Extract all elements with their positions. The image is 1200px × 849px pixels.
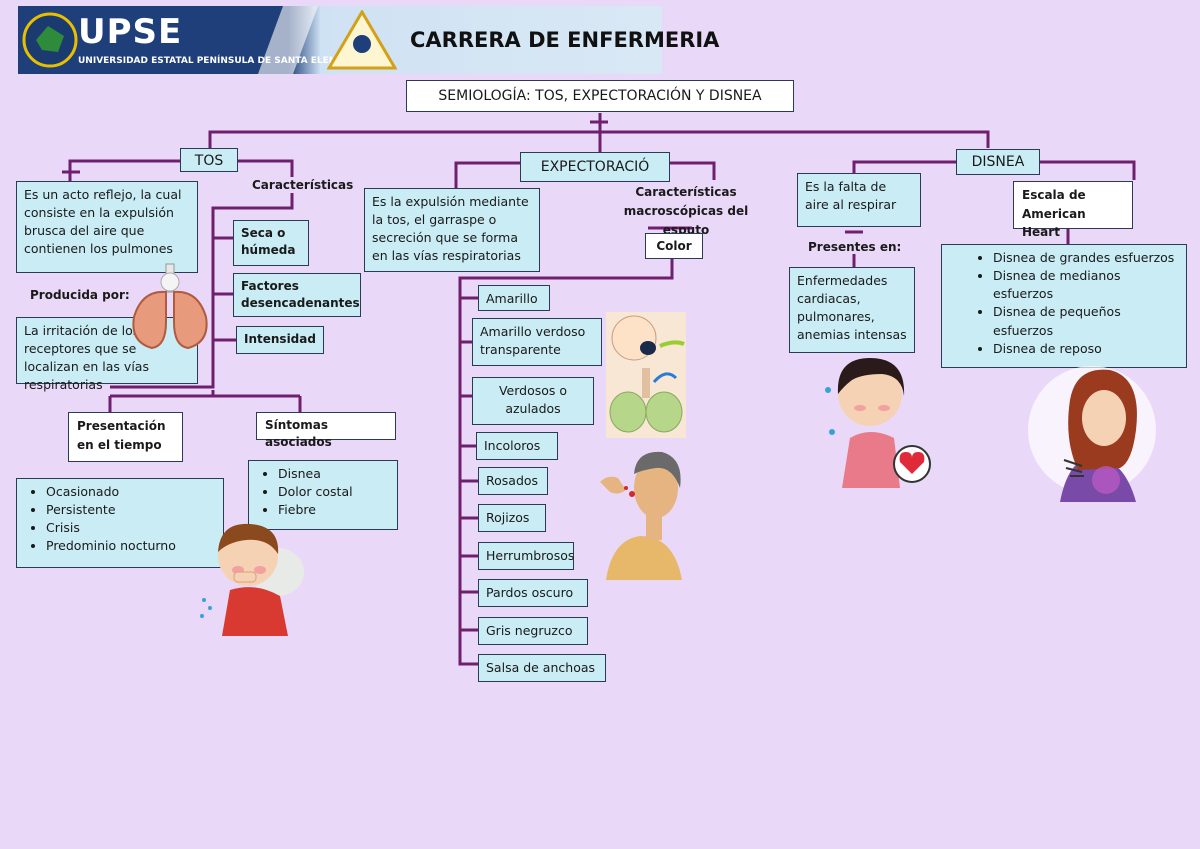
symptom-item: Dolor costal — [278, 483, 390, 501]
sputum-color-item: Salsa de anchoas — [478, 654, 606, 682]
sputum-color-item: Amarillo — [478, 285, 550, 311]
sputum-color-item: Gris negruzco — [478, 617, 588, 645]
tos-characteristic-dry-wet: Seca o húmeda — [233, 220, 309, 266]
scale-item: Disnea de grandes esfuerzos — [993, 249, 1179, 267]
sputum-color-item: Verdosos o azulados — [472, 377, 594, 425]
tos-symptoms-list: Disnea Dolor costal Fiebre — [248, 460, 398, 530]
expectoracion-node: EXPECTORACIÓ — [520, 152, 670, 182]
scale-item: Disnea de reposo — [993, 340, 1179, 358]
expectoracion-characteristics-label: Características macroscópicas del esputo — [623, 185, 749, 238]
tos-node: TOS — [180, 148, 238, 172]
career-title: CARRERA DE ENFERMERIA — [410, 28, 720, 52]
tos-definition: Es un acto reflejo, la cual consiste en … — [16, 181, 198, 273]
presentation-item: Crisis — [46, 519, 216, 537]
disnea-scale-label: Escala de American Heart Association — [1013, 181, 1133, 258]
disnea-present-in: Enfermedades cardiacas, pulmonares, anem… — [789, 267, 915, 353]
disnea-present-label: Presentes en: — [808, 240, 902, 254]
child-breathless-icon — [822, 346, 938, 488]
sputum-color-item: Herrumbrosos — [478, 542, 574, 570]
expectoracion-definition: Es la expulsión mediante la tos, el garr… — [364, 188, 540, 272]
tos-characteristic-triggers: Factores desencadenantes — [233, 273, 361, 317]
tos-symptoms-label: Síntomas asociados — [256, 412, 396, 449]
presentation-item: Ocasionado — [46, 483, 216, 501]
symptom-item: Disnea — [278, 465, 390, 483]
disnea-definition: Es la falta de aire al respirar — [797, 173, 921, 227]
nursing-emblem-icon — [326, 9, 398, 70]
symptom-item: Fiebre — [278, 501, 390, 519]
sputum-color-item: Pardos oscuro — [478, 579, 588, 607]
presentation-item: Predominio nocturno — [46, 537, 216, 555]
presentation-item: Persistente — [46, 501, 216, 519]
university-name: UNIVERSIDAD ESTATAL PENÍNSULA DE SANTA E… — [78, 56, 344, 66]
man-coughing-blood-icon — [596, 444, 690, 580]
scale-item: Disnea de medianos esfuerzos — [993, 267, 1179, 303]
lungs-icon — [122, 262, 218, 352]
disnea-scale-list: Disnea de grandes esfuerzos Disnea de me… — [941, 244, 1187, 368]
upse-logo-text: UPSE — [78, 12, 183, 52]
scale-item: Disnea de pequeños esfuerzos — [993, 303, 1179, 339]
sputum-color-item: Rosados — [478, 467, 548, 495]
woman-chest-pain-icon — [1024, 360, 1158, 502]
expectoracion-color-label: Color — [645, 233, 703, 259]
disnea-node: DISNEA — [956, 149, 1040, 175]
tos-presentation-label: Presentación en el tiempo — [68, 412, 183, 462]
sputum-color-item: Amarillo verdoso transparente — [472, 318, 602, 366]
coughing-child-icon — [196, 512, 308, 636]
tos-produced-by-label: Producida por: — [30, 288, 130, 302]
tos-presentation-list: Ocasionado Persistente Crisis Predominio… — [16, 478, 224, 568]
tos-characteristics-label: Características — [252, 178, 354, 192]
main-title: SEMIOLOGÍA: TOS, EXPECTORACIÓN Y DISNEA — [406, 80, 794, 112]
tos-produced-by: La irritación de los receptores que se l… — [16, 317, 198, 392]
tos-characteristic-intensity: Intensidad — [236, 326, 324, 354]
airways-sputum-icon — [606, 312, 686, 438]
sputum-color-item: Rojizos — [478, 504, 546, 532]
sputum-color-item: Incoloros — [476, 432, 558, 460]
